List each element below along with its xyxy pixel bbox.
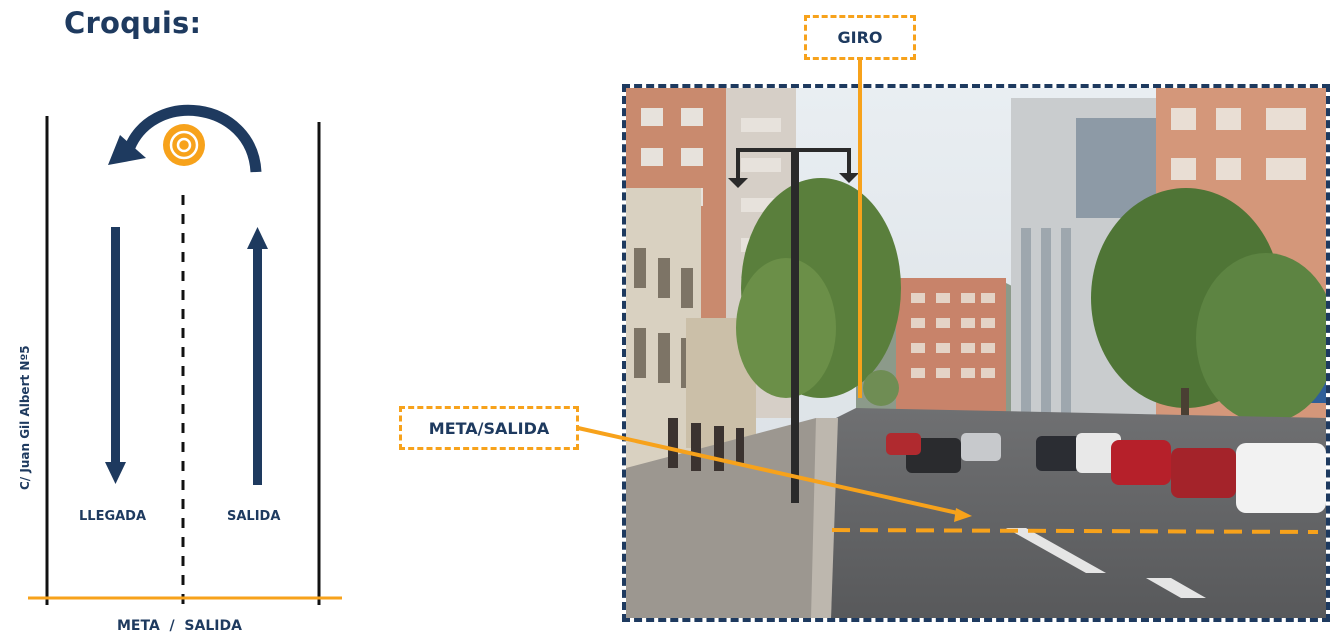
finish-start-label: META / SALIDA bbox=[117, 618, 242, 634]
street-name-label: C/ Juan Gil Albert Nº5 bbox=[18, 345, 32, 490]
arrival-arrow-shaft bbox=[111, 227, 120, 467]
departure-arrow-head bbox=[247, 227, 268, 249]
target-icon bbox=[163, 124, 205, 166]
arrival-arrow-head bbox=[105, 462, 126, 484]
street-photo bbox=[626, 88, 1326, 618]
u-turn-arrow bbox=[122, 104, 262, 173]
arrival-label: LLEGADA bbox=[79, 509, 147, 524]
u-turn-arrowhead bbox=[108, 135, 146, 165]
route-sketch-drawing bbox=[28, 104, 342, 612]
departure-label: SALIDA bbox=[227, 509, 281, 524]
street-photo-frame bbox=[622, 84, 1330, 622]
departure-arrow-shaft bbox=[253, 244, 262, 485]
page-title: Croquis: bbox=[64, 6, 202, 40]
route-sketch: LLEGADA SALIDA META / SALIDA C/ Juan Gil… bbox=[0, 0, 360, 634]
finish-start-callout: META/SALIDA bbox=[399, 406, 579, 450]
lamp-post bbox=[791, 148, 799, 503]
turn-callout: GIRO bbox=[804, 15, 916, 60]
